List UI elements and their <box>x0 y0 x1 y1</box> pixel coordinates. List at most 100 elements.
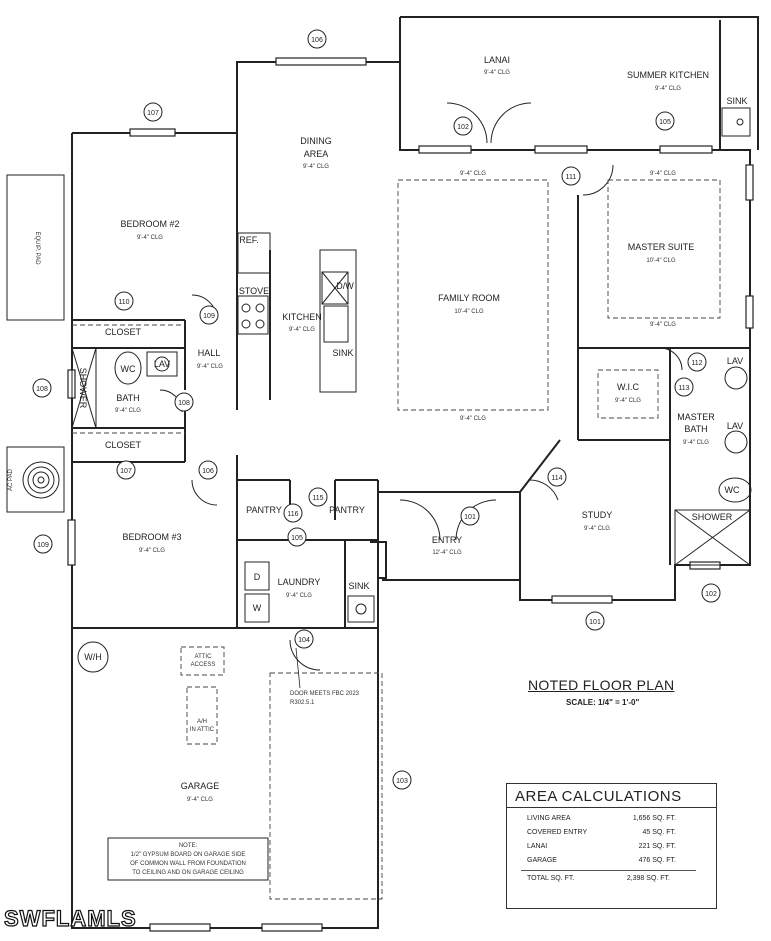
room-hall: HALL <box>198 348 221 358</box>
label-ah-1: A/H <box>197 719 207 725</box>
tag-102: 102 <box>457 124 469 131</box>
tag-115: 115 <box>312 495 323 502</box>
tag-101: 101 <box>589 619 601 626</box>
tag-110: 110 <box>118 299 129 306</box>
label-shower-bath: SHOWER <box>78 368 88 409</box>
clg-entry: 12'-4" CLG <box>432 550 462 556</box>
label-lav-1: LAV <box>727 356 743 366</box>
label-closet-1: CLOSET <box>105 327 142 337</box>
tag-107: 107 <box>120 468 132 475</box>
area-label: COVERED ENTRY <box>527 829 588 836</box>
tag-113: 113 <box>678 385 689 392</box>
tag-104: 104 <box>298 637 310 644</box>
room-master-suite: MASTER SUITE <box>628 242 695 252</box>
clg-mark: 9'-4" CLG <box>460 171 486 177</box>
label-closet-2: CLOSET <box>105 440 142 450</box>
area-label: LIVING AREA <box>527 815 571 822</box>
tag-109: 109 <box>203 313 215 320</box>
exterior-wall <box>72 61 751 601</box>
area-label: LANAI <box>527 843 548 850</box>
clg-summer-kitchen: 9'-4" CLG <box>655 86 681 92</box>
label-ac-pad: AC PAD <box>8 468 14 491</box>
clg-master-suite: 10'-4" CLG <box>646 258 676 264</box>
room-summer-kitchen: SUMMER KITCHEN <box>627 70 709 80</box>
garage-note-1: NOTE: <box>179 843 198 849</box>
room-entry: ENTRY <box>432 535 462 545</box>
clg-wic: 9'-4" CLG <box>615 398 641 404</box>
label-lav-bath: LAV <box>154 359 170 369</box>
label-lav-2: LAV <box>727 421 743 431</box>
clg-bath: 9'-4" CLG <box>115 408 141 414</box>
label-ref: REF. <box>239 235 259 245</box>
clg-kitchen: 9'-4" CLG <box>289 327 315 333</box>
tag-105: 105 <box>291 535 303 542</box>
label-sink-kitchen: SINK <box>332 348 353 358</box>
label-equip-pad: EQUIP. PAD <box>34 231 40 265</box>
tag-103: 103 <box>396 778 408 785</box>
area-title: AREA CALCULATIONS <box>507 784 716 808</box>
label-wc-master: WC <box>725 485 740 495</box>
label-stove: STOVE <box>239 286 269 296</box>
label-dw: D/W <box>336 281 354 291</box>
area-total-value: 2,398 SQ. FT. <box>626 875 670 882</box>
room-master-bath-1: MASTER <box>677 412 715 422</box>
area-label: GARAGE <box>527 857 557 864</box>
clg-garage: 9'-4" CLG <box>187 797 213 803</box>
clg-mark: 9'-4" CLG <box>650 171 676 177</box>
room-garage: GARAGE <box>181 781 220 791</box>
label-wh: W/H <box>84 652 102 662</box>
tag-106: 106 <box>311 37 323 44</box>
area-value: 476 SQ. FT. <box>638 857 676 864</box>
room-kitchen: KITCHEN <box>282 312 322 322</box>
room-lanai: LANAI <box>484 55 510 65</box>
lanai-wall <box>400 16 759 150</box>
room-family: FAMILY ROOM <box>438 293 500 303</box>
room-laundry: LAUNDRY <box>278 577 321 587</box>
room-study: STUDY <box>582 510 613 520</box>
notes-title: NOTED FLOOR PLAN <box>528 677 675 693</box>
area-total-label: TOTAL SQ. FT. <box>527 875 575 882</box>
garage-note-3: OF COMMON WALL FROM FOUNDATION <box>130 861 246 867</box>
label-attic-1: ATTIC <box>195 654 213 660</box>
tag-114: 114 <box>551 475 562 482</box>
area-value: 45 SQ. FT. <box>642 829 676 836</box>
tag-105: 105 <box>659 119 671 126</box>
label-wc-bath: WC <box>121 364 136 374</box>
door-note-1: DOOR MEETS FBC 2023 <box>290 691 360 697</box>
garage-note-2: 1/2" GYPSUM BOARD ON GARAGE SIDE <box>131 852 246 858</box>
clg-mark: 9'-4" CLG <box>650 322 676 328</box>
clg-mark: 9'-4" CLG <box>460 416 486 422</box>
room-bedroom-3: BEDROOM #3 <box>122 532 181 542</box>
area-total-row: TOTAL SQ. FT. 2,398 SQ. FT. <box>521 870 696 882</box>
room-bedroom-2: BEDROOM #2 <box>120 219 179 229</box>
area-value: 221 SQ. FT. <box>638 843 676 850</box>
label-shower-master: SHOWER <box>692 512 733 522</box>
clg-lanai: 9'-4" CLG <box>484 70 510 76</box>
door-note-2: R302.5.1 <box>290 700 315 706</box>
label-pantry-1: PANTRY <box>246 505 282 515</box>
tag-101: 101 <box>464 514 476 521</box>
area-value: 1,656 SQ. FT. <box>632 815 676 822</box>
tag-108: 108 <box>36 386 48 393</box>
area-row: GARAGE 476 SQ. FT. <box>507 857 716 864</box>
area-row: LIVING AREA 1,656 SQ. FT. <box>507 815 716 822</box>
room-wic: W.I.C <box>617 382 639 392</box>
garage-note-4: TO CEILING AND ON GARAGE CEILING <box>132 870 244 876</box>
tag-111: 111 <box>566 174 577 181</box>
watermark-logo: SWFLAMLS <box>3 905 137 931</box>
room-dining-2: AREA <box>304 149 329 159</box>
clg-master-bath: 9'-4" CLG <box>683 440 709 446</box>
label-sink-summer: SINK <box>726 96 747 106</box>
label-pantry-2: PANTRY <box>329 505 365 515</box>
tag-109: 109 <box>37 542 49 549</box>
clg-bedroom-3: 9'-4" CLG <box>139 548 165 554</box>
tag-112: 112 <box>691 360 702 367</box>
clg-dining: 9'-4" CLG <box>303 164 329 170</box>
label-ah-2: IN ATTIC <box>190 727 215 733</box>
tag-106: 106 <box>202 468 214 475</box>
room-dining-1: DINING <box>300 136 332 146</box>
notes-scale: SCALE: 1/4" = 1'-0" <box>566 698 640 707</box>
room-master-bath-2: BATH <box>684 424 707 434</box>
clg-family: 10'-4" CLG <box>454 309 484 315</box>
